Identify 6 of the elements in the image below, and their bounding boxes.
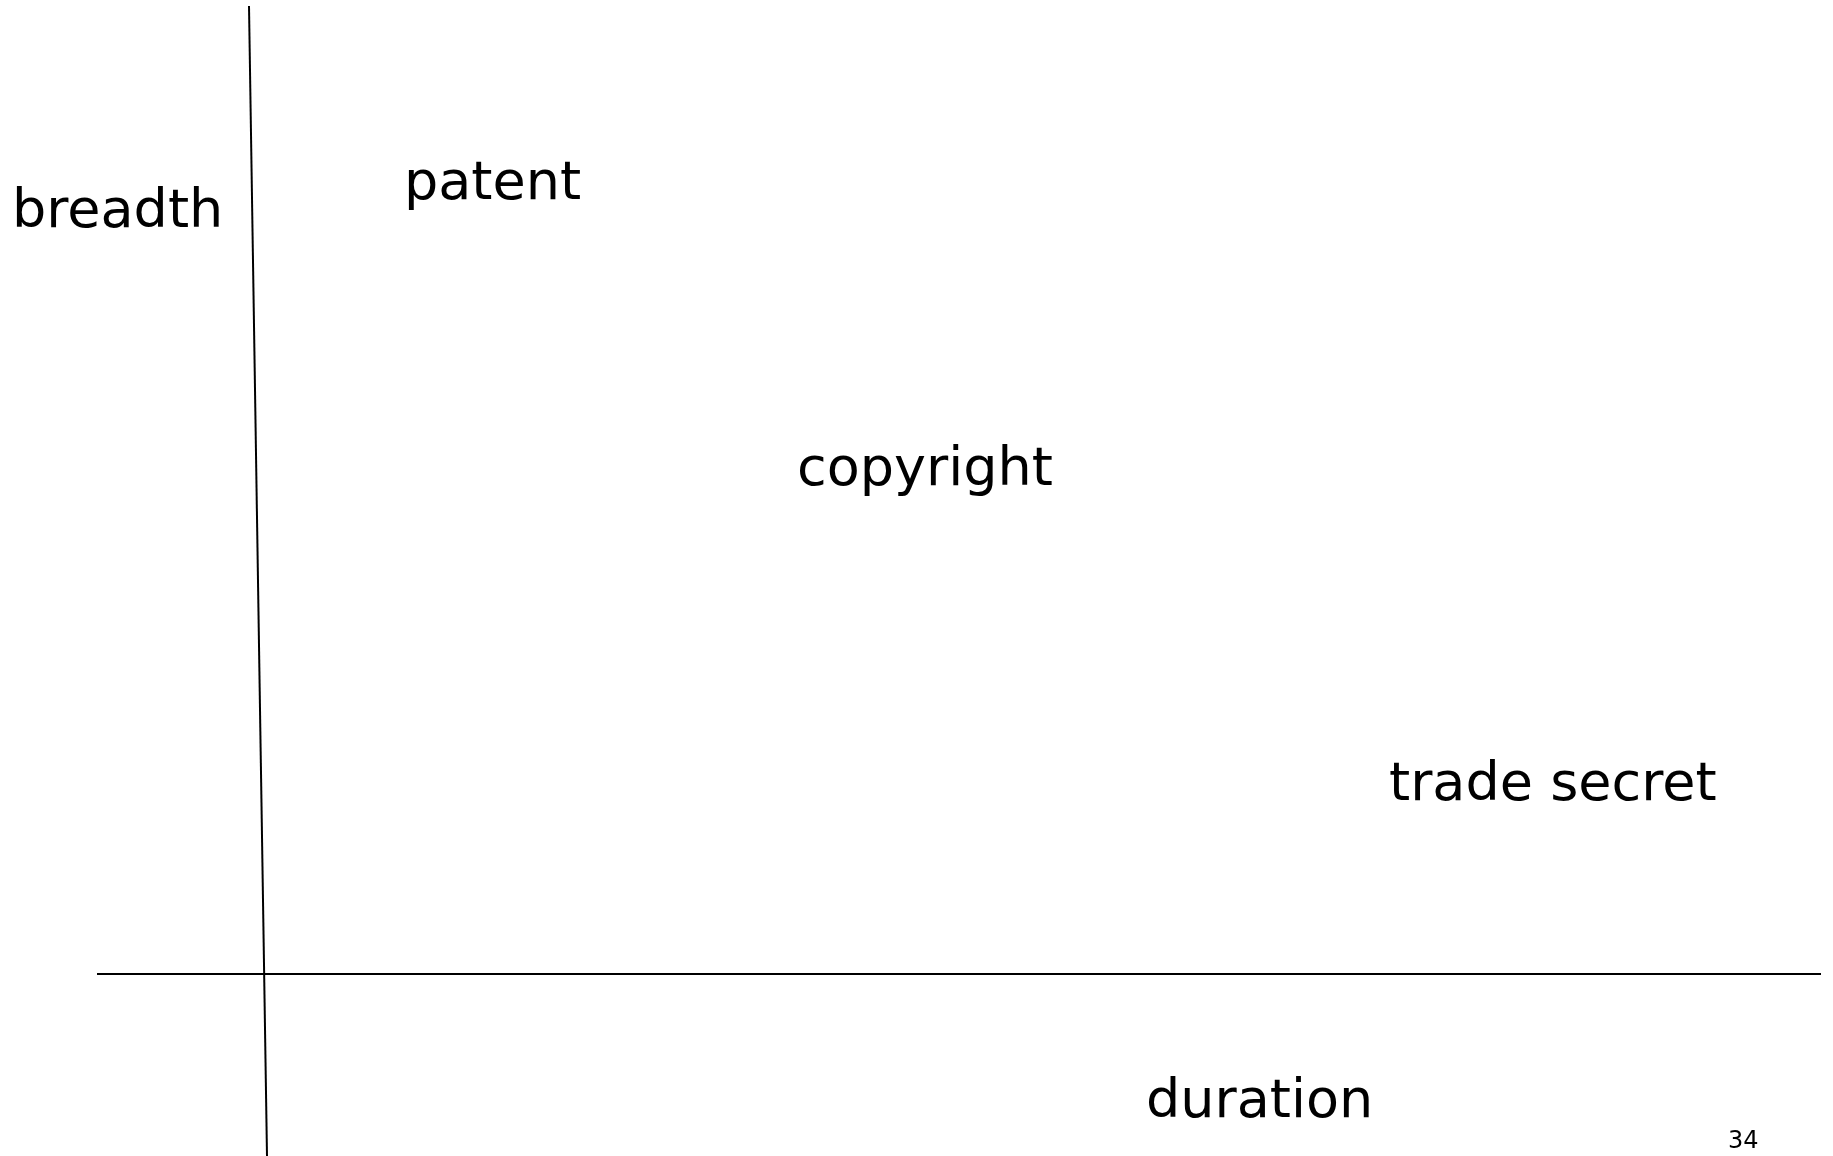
page-number: 34 — [1728, 1128, 1759, 1152]
category-label: trade secret — [1389, 755, 1717, 809]
axis-label: duration — [1146, 1072, 1374, 1126]
axis-label: breadth — [12, 182, 224, 236]
category-label: copyright — [797, 440, 1053, 494]
category-label: patent — [404, 154, 582, 208]
